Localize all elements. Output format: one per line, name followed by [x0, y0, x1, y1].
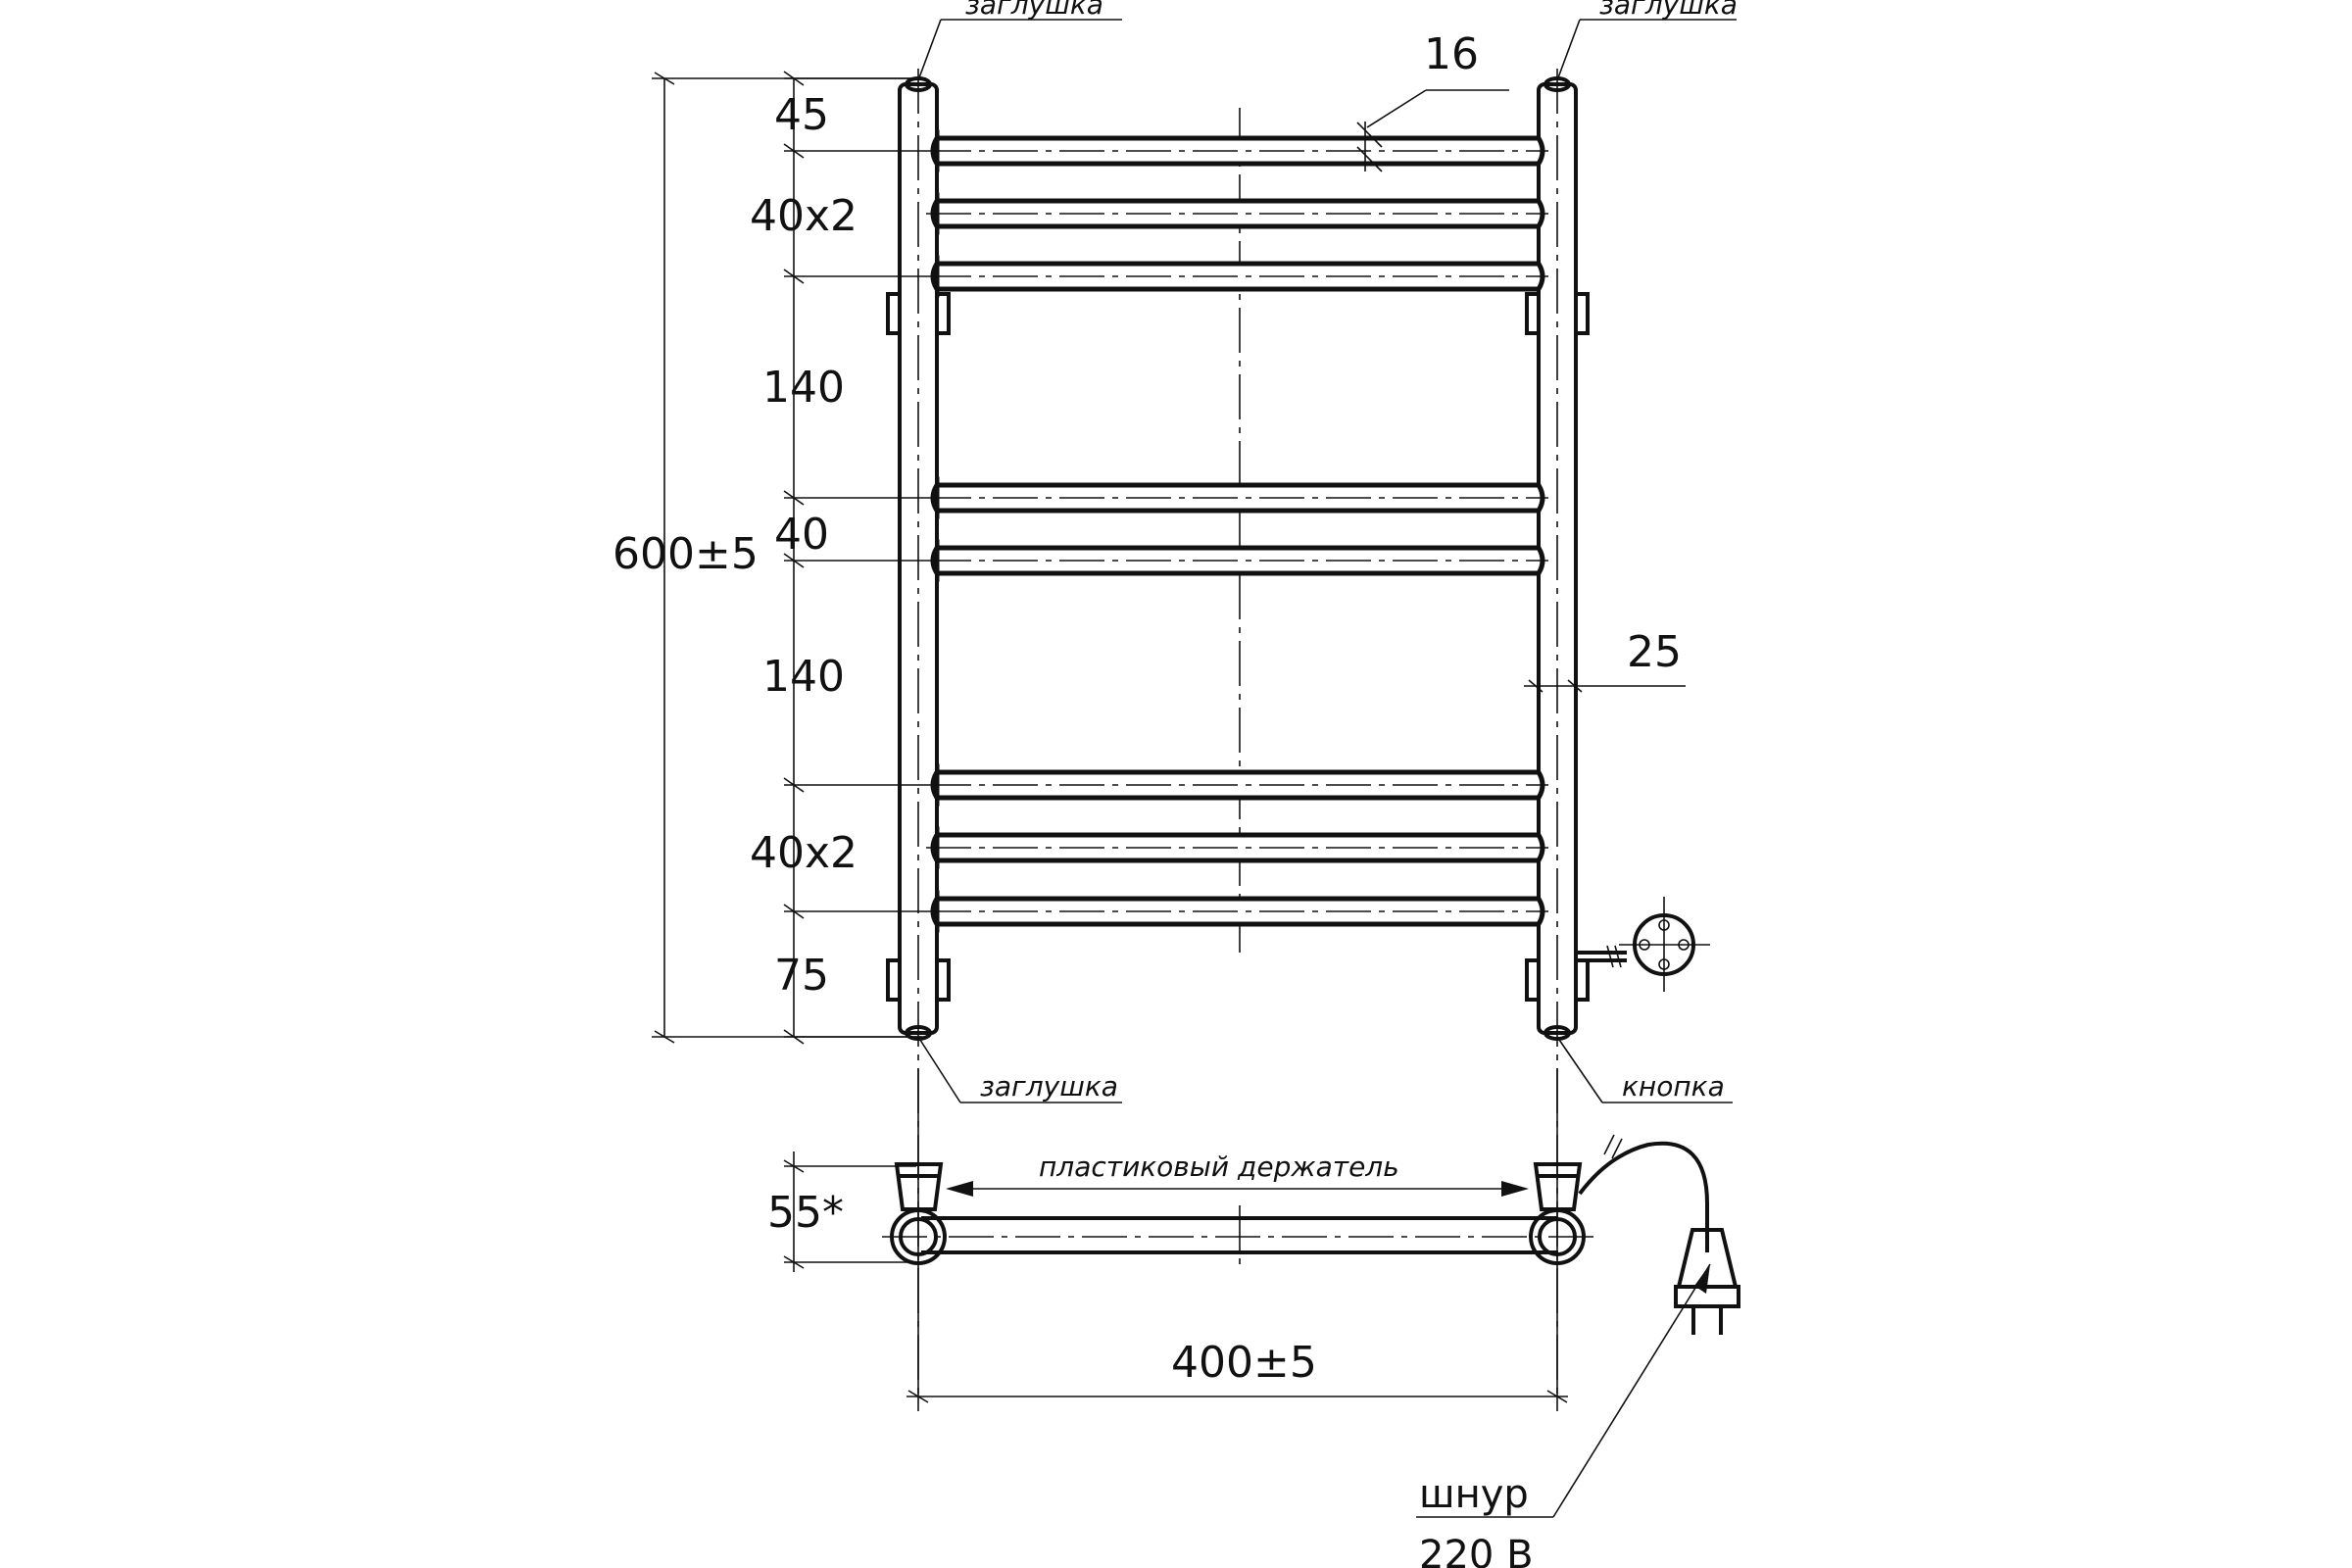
dimension-tick: [783, 143, 805, 159]
dim-overall-width: 400±5: [1171, 1338, 1317, 1388]
dimension-tick: [783, 553, 805, 568]
dim-bottom-pitch: 40x2: [750, 828, 858, 878]
left-bottom-cap: [905, 1025, 932, 1041]
bracket-left-upper-inner: [935, 292, 951, 335]
dimension-tick: [783, 904, 805, 919]
bracket-right-upper-inner: [1525, 292, 1541, 335]
bracket-left-lower-outer: [886, 958, 902, 1002]
bracket-right-lower-outer: [1574, 958, 1590, 1002]
overall-height-label: 600±5: [612, 529, 759, 579]
right-bottom-button: [1544, 1025, 1571, 1041]
horizontal-bars: [926, 129, 1548, 933]
power-cord: [1578, 1141, 1709, 1252]
dim-bottom-offset: 75: [774, 951, 829, 1001]
callout-cap-bottom-left: заглушка: [980, 1070, 1118, 1102]
callout-cord: шнур: [1419, 1472, 1529, 1517]
bracket-left-lower-inner: [935, 958, 951, 1002]
heating-element-connector: [1576, 897, 1710, 992]
callout-cap-top-left: заглушка: [965, 0, 1103, 21]
dimension-tick: [783, 777, 805, 793]
dimension-tick: [783, 490, 805, 506]
dim-mid-gap: 140: [762, 652, 845, 702]
bracket-right-upper-outer: [1574, 292, 1590, 335]
dim-bar-diameter: 16: [1424, 29, 1479, 79]
dim-mid-pitch: 40: [774, 510, 829, 560]
dim-pipe-diameter: 25: [1627, 627, 1682, 677]
chain-dimension-ticks: [783, 71, 926, 1045]
top-view: пластиковый держатель 55* 400±5 шнур 220…: [767, 1068, 1740, 1568]
dim-top-offset: 45: [774, 90, 829, 140]
dim-top-pitch: 40x2: [750, 191, 858, 241]
dimension-tick: [783, 1029, 805, 1045]
dimension-tick: [783, 269, 805, 284]
dim-top-gap: 140: [762, 363, 845, 413]
plug-icon: [1674, 1228, 1740, 1335]
front-dimensions: 600±5 45 40x2 140 40 140 40x2 75 16 25: [612, 29, 1686, 1045]
front-view: [886, 69, 1710, 1401]
callouts: заглушка заглушка заглушка кнопка: [917, 0, 1738, 1103]
callout-button: кнопка: [1622, 1070, 1725, 1102]
bracket-right-lower-inner: [1525, 958, 1541, 1002]
dim-wall-distance: 55*: [767, 1188, 844, 1238]
bracket-left-upper-outer: [886, 292, 902, 335]
dimension-tick: [783, 71, 805, 86]
callout-voltage: 220 В: [1419, 1533, 1534, 1568]
callout-holder: пластиковый держатель: [1039, 1151, 1399, 1183]
callout-cap-top-right: заглушка: [1599, 0, 1738, 21]
